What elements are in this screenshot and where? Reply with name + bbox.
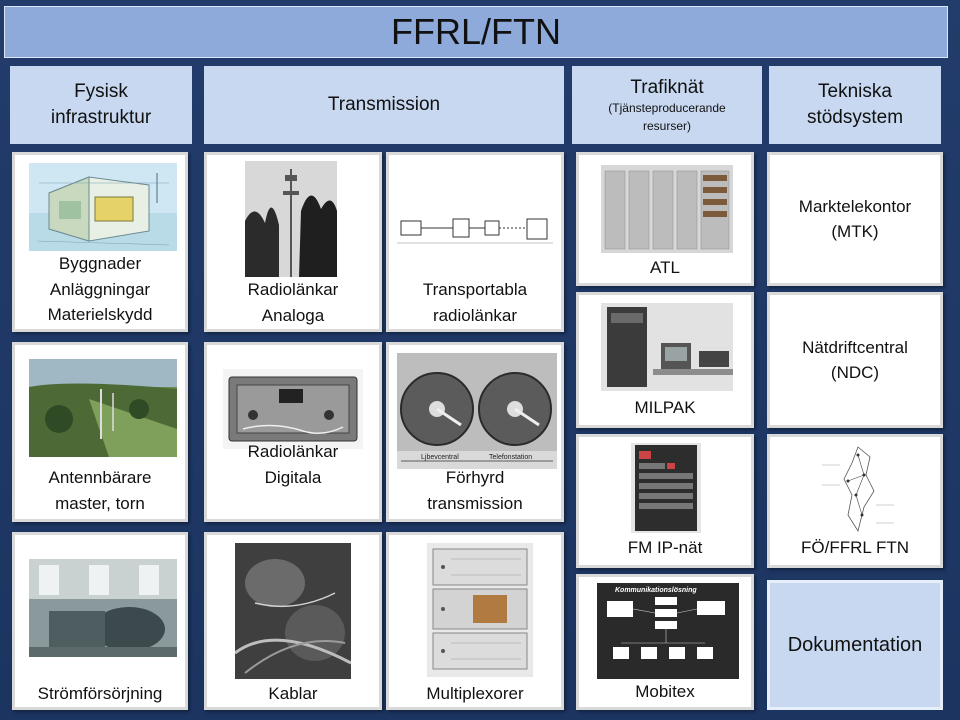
generator-hall-image (29, 559, 177, 657)
tile-label-line: Mobitex (635, 682, 695, 701)
tile-radiolankar-digitala: Radiolänkar Digitala (204, 342, 382, 522)
tile-label: Antennbärare master, torn (15, 465, 185, 516)
tile-label-line: Antennbärare (48, 468, 152, 487)
tile-label: Multiplexorer (389, 681, 561, 707)
tile-byggnader: Byggnader Anläggningar Materielskydd (12, 152, 188, 332)
tile-label-line: radiolänkar (432, 305, 518, 325)
tile-label-line: Förhyrd (445, 468, 505, 487)
tile-antennbarare: Antennbärare master, torn (12, 342, 188, 522)
tile-label-line: Radiolänkar (247, 280, 339, 299)
tile-multiplexorer: Multiplexorer (386, 532, 564, 710)
tile-milpak: MILPAK (576, 292, 754, 428)
telephone-exchange-photo (601, 165, 733, 253)
tile-label-line: Transportabla (422, 280, 528, 299)
tile-dokumentation: Dokumentation (767, 580, 943, 710)
slide-title: FFRL/FTN (4, 6, 948, 58)
tile-natdriftcentral: Nätdriftcentral (NDC) (767, 292, 943, 428)
tile-label-line: Digitala (264, 467, 322, 487)
tile-label: Kablar (207, 681, 379, 707)
tile-label: Transportabla radiolänkar (389, 277, 561, 328)
tile-fm-ip-nat: FM IP-nät (576, 434, 754, 568)
milpak-equipment-photo (601, 303, 733, 391)
tile-label: Dokumentation (787, 633, 923, 656)
tile-label-line: Analoga (261, 305, 325, 325)
tile-label: MILPAK (579, 395, 751, 421)
diagram-header: Kommunikationslösning (615, 587, 697, 594)
tile-label: Förhyrd transmission (389, 465, 561, 516)
tile-label: Byggnader Anläggningar Materielskydd (15, 251, 185, 328)
header-subline: resurser) (642, 118, 691, 133)
tile-label: Nätdriftcentral (NDC) (802, 335, 908, 386)
digital-radio-unit-image (223, 369, 363, 449)
header-line: Fysisk (74, 81, 128, 103)
header-line: Tekniska (818, 81, 892, 103)
tile-mobitex: Kommunikationslösning Mobitex (576, 574, 754, 710)
tile-radiolankar-analoga: Radiolänkar Analoga (204, 152, 382, 332)
header-trafiknat: Trafiknät (Tjänsteproducerande resurser) (572, 66, 762, 144)
tile-label: Marktelekontor (MTK) (799, 194, 911, 245)
tile-atl: ATL (576, 152, 754, 286)
tile-label-line: Nätdriftcentral (802, 337, 908, 357)
ip-network-rack-photo (631, 443, 701, 533)
tile-forhyrd-transmission: Ljbevcentral Telefonstation Förhyrd tran… (386, 342, 564, 522)
tile-label-line: Materielskydd (47, 305, 153, 324)
tile-label-line: ATL (650, 258, 680, 277)
tile-label-line: master, torn (55, 493, 145, 513)
tile-label-line: FÖ/FFRL FTN (801, 538, 909, 557)
tile-label-line: MILPAK (634, 398, 696, 417)
tile-marktelekontor: Marktelekontor (MTK) (767, 152, 943, 286)
tile-label-line: Kablar (268, 684, 318, 703)
aerial-mast-image (29, 359, 177, 457)
tile-transportabla-radiolankar: Transportabla radiolänkar (386, 152, 564, 332)
header-line: Trafiknät (630, 76, 704, 98)
tile-label-line: Strömförsörjning (37, 684, 163, 703)
caption-right: Telefonstation (489, 454, 532, 461)
tile-label-line: Multiplexorer (426, 684, 524, 703)
tile-label-line: (MTK) (831, 222, 879, 241)
tile-label: ATL (579, 255, 751, 281)
header-tekniska-stodsystem: Tekniska stödsystem (769, 66, 941, 144)
caption-left: Ljbevcentral (421, 454, 459, 461)
tile-label: FM IP-nät (579, 535, 751, 561)
header-line: stödsystem (806, 107, 904, 128)
building-cutaway-image (29, 163, 177, 251)
tile-label: Mobitex (579, 679, 751, 705)
tile-label: Radiolänkar Analoga (207, 277, 379, 328)
tile-label-line: Byggnader (58, 254, 142, 273)
tile-label-line: Radiolänkar (247, 442, 339, 461)
radio-mast-photo (245, 161, 337, 277)
header-transmission: Transmission (204, 66, 564, 144)
tile-label: FÖ/FFRL FTN (770, 535, 940, 561)
tile-label: Radiolänkar Digitala (207, 439, 379, 490)
tile-label-line: (NDC) (830, 363, 880, 382)
sweden-network-map (818, 445, 898, 535)
multiplexer-rack-photo (427, 543, 533, 677)
cable-splicing-photo (235, 543, 351, 679)
mobitex-diagram-image: Kommunikationslösning (597, 583, 739, 679)
tile-label: Strömförsörjning (15, 681, 185, 707)
header-line: Transmission (327, 94, 441, 116)
tile-stromforsorjning: Strömförsörjning (12, 532, 188, 710)
tile-kablar: Kablar (204, 532, 382, 710)
header-fysisk-infrastruktur: Fysisk infrastruktur (10, 66, 192, 144)
leased-line-photo: Ljbevcentral Telefonstation (397, 353, 557, 469)
tile-label-line: Anläggningar (49, 279, 151, 299)
header-subline: (Tjänsteproducerande (608, 101, 726, 116)
header-line: infrastruktur (50, 107, 152, 128)
tile-label-line: Marktelekontor (798, 196, 912, 216)
tile-fo-ffrl-ftn: FÖ/FFRL FTN (767, 434, 943, 568)
tile-label-line: transmission (427, 493, 523, 513)
tile-label-line: FM IP-nät (627, 538, 703, 557)
transportable-link-schematic (397, 211, 553, 251)
